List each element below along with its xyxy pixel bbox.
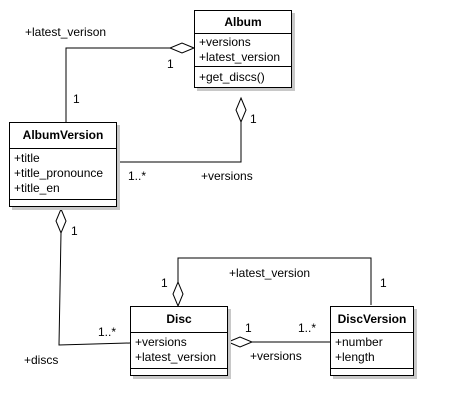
class-disc-version-name: DiscVersion xyxy=(331,307,413,333)
class-disc-version-attributes: +number +length xyxy=(331,333,413,369)
class-disc-operations xyxy=(131,369,227,375)
class-album-version-attribute: +title xyxy=(14,151,40,165)
class-album-attribute: +latest_version xyxy=(199,50,281,64)
class-disc-version-operations xyxy=(331,369,413,375)
multiplicity-album-latest-version: 1 xyxy=(73,92,80,106)
class-album-attribute: +versions xyxy=(199,35,251,49)
class-album-operation: +get_discs() xyxy=(199,70,265,84)
album-versions-diamond xyxy=(235,96,247,124)
multiplicity-disc-latest-disc: 1 xyxy=(161,276,168,290)
class-album-version-name: AlbumVersion xyxy=(10,123,116,149)
album-latest-version-line xyxy=(65,47,170,122)
multiplicity-albumversion-discs: 1 xyxy=(71,224,78,238)
class-album[interactable]: Album +versions +latest_version +get_dis… xyxy=(194,10,292,88)
class-disc-version-attribute: +number xyxy=(335,335,383,349)
class-disc-attribute: +latest_version xyxy=(135,350,217,364)
multiplicity-disc-versions-disc: 1 xyxy=(245,321,252,335)
multiplicity-disc-latest-version: 1 xyxy=(380,276,387,290)
multiplicity-album-latest-album: 1 xyxy=(167,57,174,71)
disc-latest-diamond xyxy=(172,280,184,308)
class-album-attributes: +versions +latest_version xyxy=(195,34,291,67)
class-album-name: Album xyxy=(195,11,291,34)
class-album-version-attribute: +title_pronounce xyxy=(14,166,104,180)
class-disc[interactable]: Disc +versions +latest_version xyxy=(130,306,228,376)
class-disc-name: Disc xyxy=(131,307,227,333)
role-label-album-latest: +latest_verison xyxy=(25,25,107,39)
album-versions-line xyxy=(116,122,242,163)
class-album-version-attribute: +title_en xyxy=(14,181,60,195)
role-label-disc-latest: +latest_version xyxy=(229,266,311,280)
class-disc-version-attribute: +length xyxy=(335,350,375,364)
role-label-album-versions: +versions xyxy=(201,169,253,183)
class-disc-attribute: +versions xyxy=(135,335,187,349)
class-album-version-operations xyxy=(10,200,116,206)
class-disc-attributes: +versions +latest_version xyxy=(131,333,227,369)
class-album-version[interactable]: AlbumVersion +title +title_pronounce +ti… xyxy=(9,122,117,207)
albumversion-discs-line xyxy=(58,232,131,346)
role-label-disc-versions: +versions xyxy=(250,349,302,363)
role-label-albumversion-discs: +discs xyxy=(24,353,59,367)
albumversion-discs-diamond xyxy=(55,207,67,235)
album-latest-diamond xyxy=(168,42,196,54)
class-album-operations: +get_discs() xyxy=(195,67,291,87)
multiplicity-album-versions-version: 1..* xyxy=(128,169,147,183)
class-disc-version[interactable]: DiscVersion +number +length xyxy=(330,306,414,376)
disc-versions-diamond xyxy=(226,336,254,348)
multiplicity-album-versions-album: 1 xyxy=(250,112,257,126)
multiplicity-disc-versions-version: 1..* xyxy=(298,321,317,335)
class-album-version-attributes: +title +title_pronounce +title_en xyxy=(10,149,116,200)
disc-latest-version-line xyxy=(177,257,372,305)
multiplicity-albumversion-discs-disc: 1..* xyxy=(98,325,117,339)
